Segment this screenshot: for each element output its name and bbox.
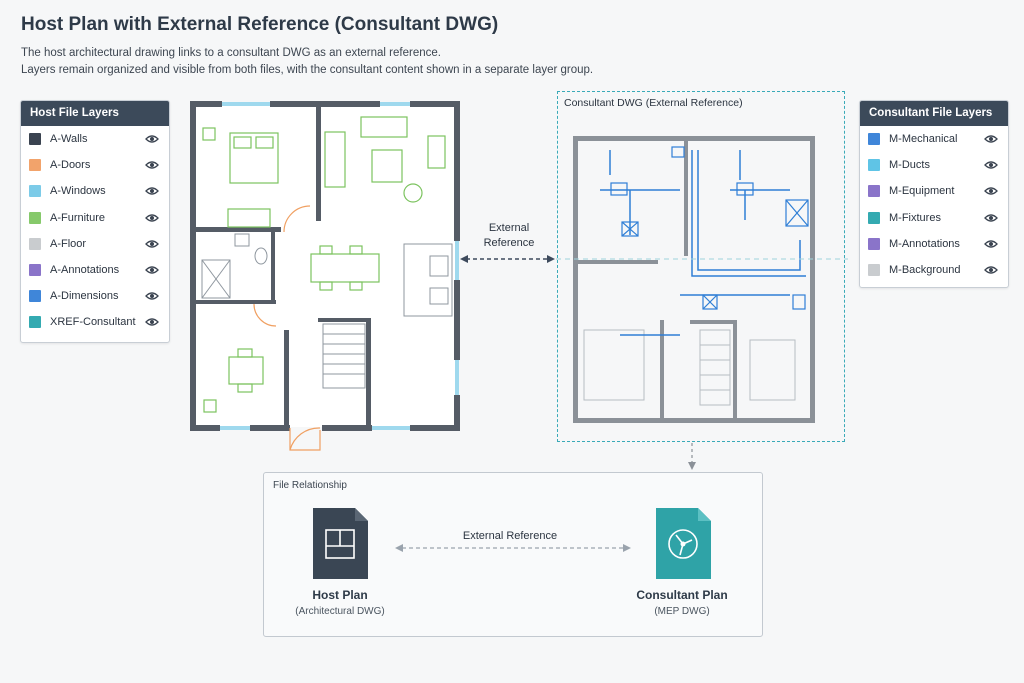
description-line-1: The host architectural drawing links to … (21, 47, 441, 59)
host-layer-row[interactable]: A-Walls (21, 126, 169, 152)
host-walls (190, 101, 460, 431)
eye-icon[interactable] (984, 213, 998, 223)
host-layer-name: XREF-Consultant (50, 316, 136, 329)
host-doors (253, 205, 321, 451)
consultant-background (583, 329, 796, 406)
consultant-layer-row[interactable]: M-Fixtures (860, 205, 1008, 231)
consultant-layers-title: Consultant File Layers (860, 101, 1008, 126)
consultant-layer-row[interactable]: M-Annotations (860, 231, 1008, 257)
consultant-walls (573, 136, 815, 423)
host-layer-color-swatch (29, 133, 41, 146)
consultant-file-type: (MEP DWG) (654, 606, 710, 617)
consultant-layer-row[interactable]: M-Background (860, 257, 1008, 283)
consultant-layer-row[interactable]: M-Equipment (860, 178, 1008, 204)
eye-icon[interactable] (984, 186, 998, 196)
host-layer-row[interactable]: A-Annotations (21, 257, 169, 283)
host-file-name: Host Plan (312, 588, 368, 602)
host-layer-name: A-Annotations (50, 264, 120, 277)
eye-icon[interactable] (145, 291, 159, 301)
xref-down-connector (688, 443, 696, 470)
xref-link-label-line-1: External (488, 222, 530, 234)
host-layer-row[interactable]: A-Doors (21, 152, 169, 178)
page-title: Host Plan with External Reference (Consu… (21, 14, 499, 35)
eye-icon[interactable] (984, 265, 998, 275)
consultant-layer-name: M-Ducts (889, 159, 930, 172)
host-layer-color-swatch (29, 159, 41, 172)
host-layer-name: A-Walls (50, 133, 88, 146)
consultant-layer-color-swatch (868, 264, 880, 277)
host-layer-name: A-Furniture (50, 211, 106, 224)
host-layer-row[interactable]: A-Floor (21, 231, 169, 257)
file-relationship-title: File Relationship (273, 480, 347, 491)
host-layer-color-swatch (29, 211, 41, 224)
eye-icon[interactable] (984, 134, 998, 144)
eye-icon[interactable] (984, 160, 998, 170)
eye-icon[interactable] (984, 239, 998, 249)
host-layer-row[interactable]: A-Windows (21, 178, 169, 204)
host-fixtures (201, 233, 453, 389)
host-layer-name: A-Windows (50, 185, 106, 198)
host-layer-color-swatch (29, 316, 41, 329)
xref-boundary[interactable] (557, 91, 845, 442)
consultant-layer-name: M-Equipment (889, 185, 955, 198)
host-layer-color-swatch (29, 237, 41, 250)
host-furniture (202, 116, 446, 413)
consultant-layer-color-swatch (868, 211, 880, 224)
consultant-layer-color-swatch (868, 133, 880, 146)
host-layer-name: A-Floor (50, 237, 87, 250)
consultant-layer-name: M-Background (889, 264, 961, 277)
host-layer-color-swatch (29, 264, 41, 277)
relationship-link-label: External Reference (462, 530, 558, 542)
consultant-layer-color-swatch (868, 159, 880, 172)
consultant-layer-name: M-Fixtures (889, 211, 941, 224)
consultant-layer-name: M-Annotations (889, 237, 960, 250)
consultant-layer-row[interactable]: M-Mechanical (860, 126, 1008, 152)
consultant-layer-name: M-Mechanical (889, 133, 958, 146)
consultant-ducts (600, 150, 806, 336)
consultant-layer-row[interactable]: M-Ducts (860, 152, 1008, 178)
eye-icon[interactable] (145, 239, 159, 249)
consultant-file-name: Consultant Plan (636, 588, 728, 602)
xref-link-arrow (460, 255, 555, 263)
host-windows (220, 102, 459, 430)
consultant-equipment (610, 146, 809, 310)
eye-icon[interactable] (145, 186, 159, 196)
host-layer-row[interactable]: A-Dimensions (21, 283, 169, 309)
host-file-type: (Architectural DWG) (295, 606, 385, 617)
consultant-layer-color-swatch (868, 185, 880, 198)
host-layer-name: A-Doors (50, 159, 91, 172)
host-layer-name: A-Dimensions (50, 290, 119, 303)
description-line-2: Layers remain organized and visible from… (21, 64, 594, 76)
consultant-floor-plan[interactable] (556, 136, 848, 423)
host-file-label: Host Plan (Architectural DWG) (265, 588, 415, 617)
eye-icon[interactable] (145, 160, 159, 170)
eye-icon[interactable] (145, 134, 159, 144)
consultant-layer-color-swatch (868, 237, 880, 250)
eye-icon[interactable] (145, 213, 159, 223)
xref-title: Consultant DWG (External Reference) (564, 97, 743, 109)
eye-icon[interactable] (145, 265, 159, 275)
xref-link-label: External Reference (470, 221, 548, 251)
eye-icon[interactable] (145, 317, 159, 327)
host-layer-color-swatch (29, 185, 41, 198)
host-layers-title: Host File Layers (21, 101, 169, 126)
host-layer-row[interactable]: A-Furniture (21, 205, 169, 231)
consultant-file-label: Consultant Plan (MEP DWG) (607, 588, 757, 617)
host-floor-plan[interactable] (190, 101, 460, 451)
xref-link-label-line-2: Reference (483, 237, 535, 249)
host-layer-color-swatch (29, 290, 41, 303)
host-layer-row[interactable]: XREF-Consultant (21, 309, 169, 335)
